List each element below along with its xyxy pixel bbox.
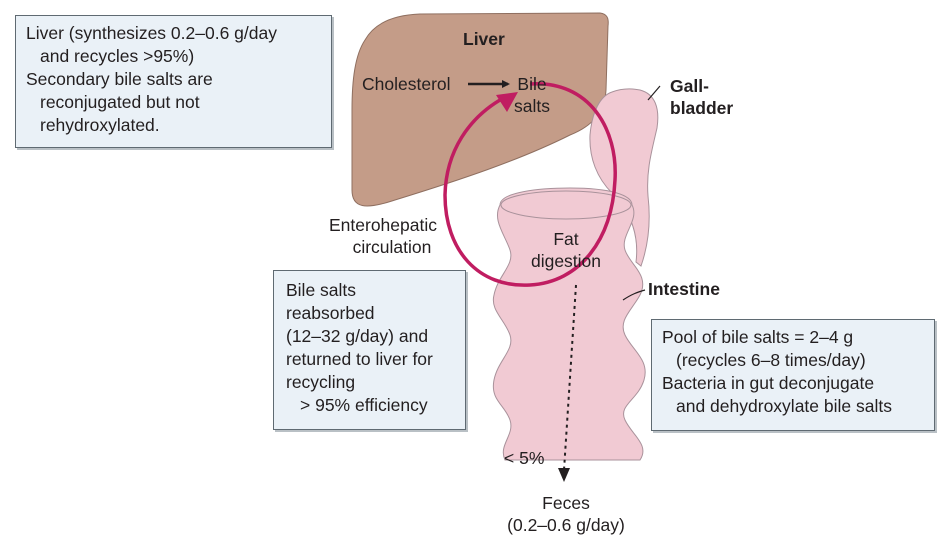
fat-digestion-label: Fat digestion	[518, 228, 614, 272]
pool-info-box: Pool of bile salts = 2–4 g (recycles 6–8…	[651, 319, 935, 431]
intestine-label: Intestine	[648, 279, 720, 299]
fat-digestion-line-2: digestion	[530, 251, 602, 271]
pool-box-line: and dehydroxylate bile salts	[676, 396, 892, 416]
bile-salts-label: Bile salts	[507, 73, 557, 117]
gallbladder-line-2: bladder	[670, 98, 734, 118]
intestine-shape	[492, 187, 646, 461]
liver-box-line: Liver (synthesizes 0.2–0.6 g/day	[26, 23, 277, 43]
enterohepatic-line-1: Enterohepatic	[329, 215, 437, 235]
bile-salts-line-2: salts	[514, 96, 550, 116]
cholesterol-label: Cholesterol	[362, 74, 451, 94]
circulation-arrowhead	[496, 92, 518, 112]
enterohepatic-line-2: circulation	[352, 237, 432, 257]
reabsorbed-box-line: (12–32 g/day) and	[286, 326, 429, 346]
liver-box-line: Secondary bile salts are	[26, 69, 213, 89]
reabsorbed-box-line: recycling	[286, 372, 356, 392]
fat-digestion-line-1: Fat	[553, 229, 579, 249]
liver-info-box: Liver (synthesizes 0.2–0.6 g/day and rec…	[15, 15, 332, 148]
feces-line-2: (0.2–0.6 g/day)	[507, 515, 625, 535]
excretion-dotted-arrow	[563, 284, 577, 471]
reabsorbed-info-box: Bile salts reabsorbed (12–32 g/day) and …	[273, 270, 466, 430]
bile-salts-line-1: Bile	[517, 74, 547, 94]
pool-box-line: Pool of bile salts = 2–4 g	[662, 327, 854, 347]
liver-box-line: rehydroxylated.	[40, 115, 160, 135]
intestine-leader-line	[622, 289, 646, 301]
liver-label: Liver	[463, 29, 505, 49]
pool-box-line: (recycles 6–8 times/day)	[676, 350, 866, 370]
excretion-arrowhead	[558, 468, 570, 482]
liver-box-line: and recycles >95%)	[40, 46, 195, 66]
liver-box-line: reconjugated but not	[40, 92, 200, 112]
feces-line-1: Feces	[542, 493, 590, 513]
reabsorbed-box-line: > 95% efficiency	[300, 395, 428, 415]
enterohepatic-label: Enterohepatic circulation	[318, 214, 448, 258]
pool-box-line: Bacteria in gut deconjugate	[662, 373, 875, 393]
reabsorbed-box-line: Bile salts	[286, 280, 357, 300]
enterohepatic-circulation-arrow	[443, 82, 617, 287]
less-than-5-percent-label: < 5%	[504, 448, 545, 468]
gallbladder-line-1: Gall-	[670, 76, 709, 96]
intestine-opening	[500, 190, 632, 220]
reabsorbed-box-line: reabsorbed	[286, 303, 375, 323]
gallbladder-leader-line	[647, 85, 661, 101]
feces-label: Feces (0.2–0.6 g/day)	[486, 492, 646, 536]
liver-shape	[351, 12, 609, 207]
reabsorbed-box-line: returned to liver for	[286, 349, 433, 369]
gallbladder-label: Gall- bladder	[670, 75, 733, 119]
